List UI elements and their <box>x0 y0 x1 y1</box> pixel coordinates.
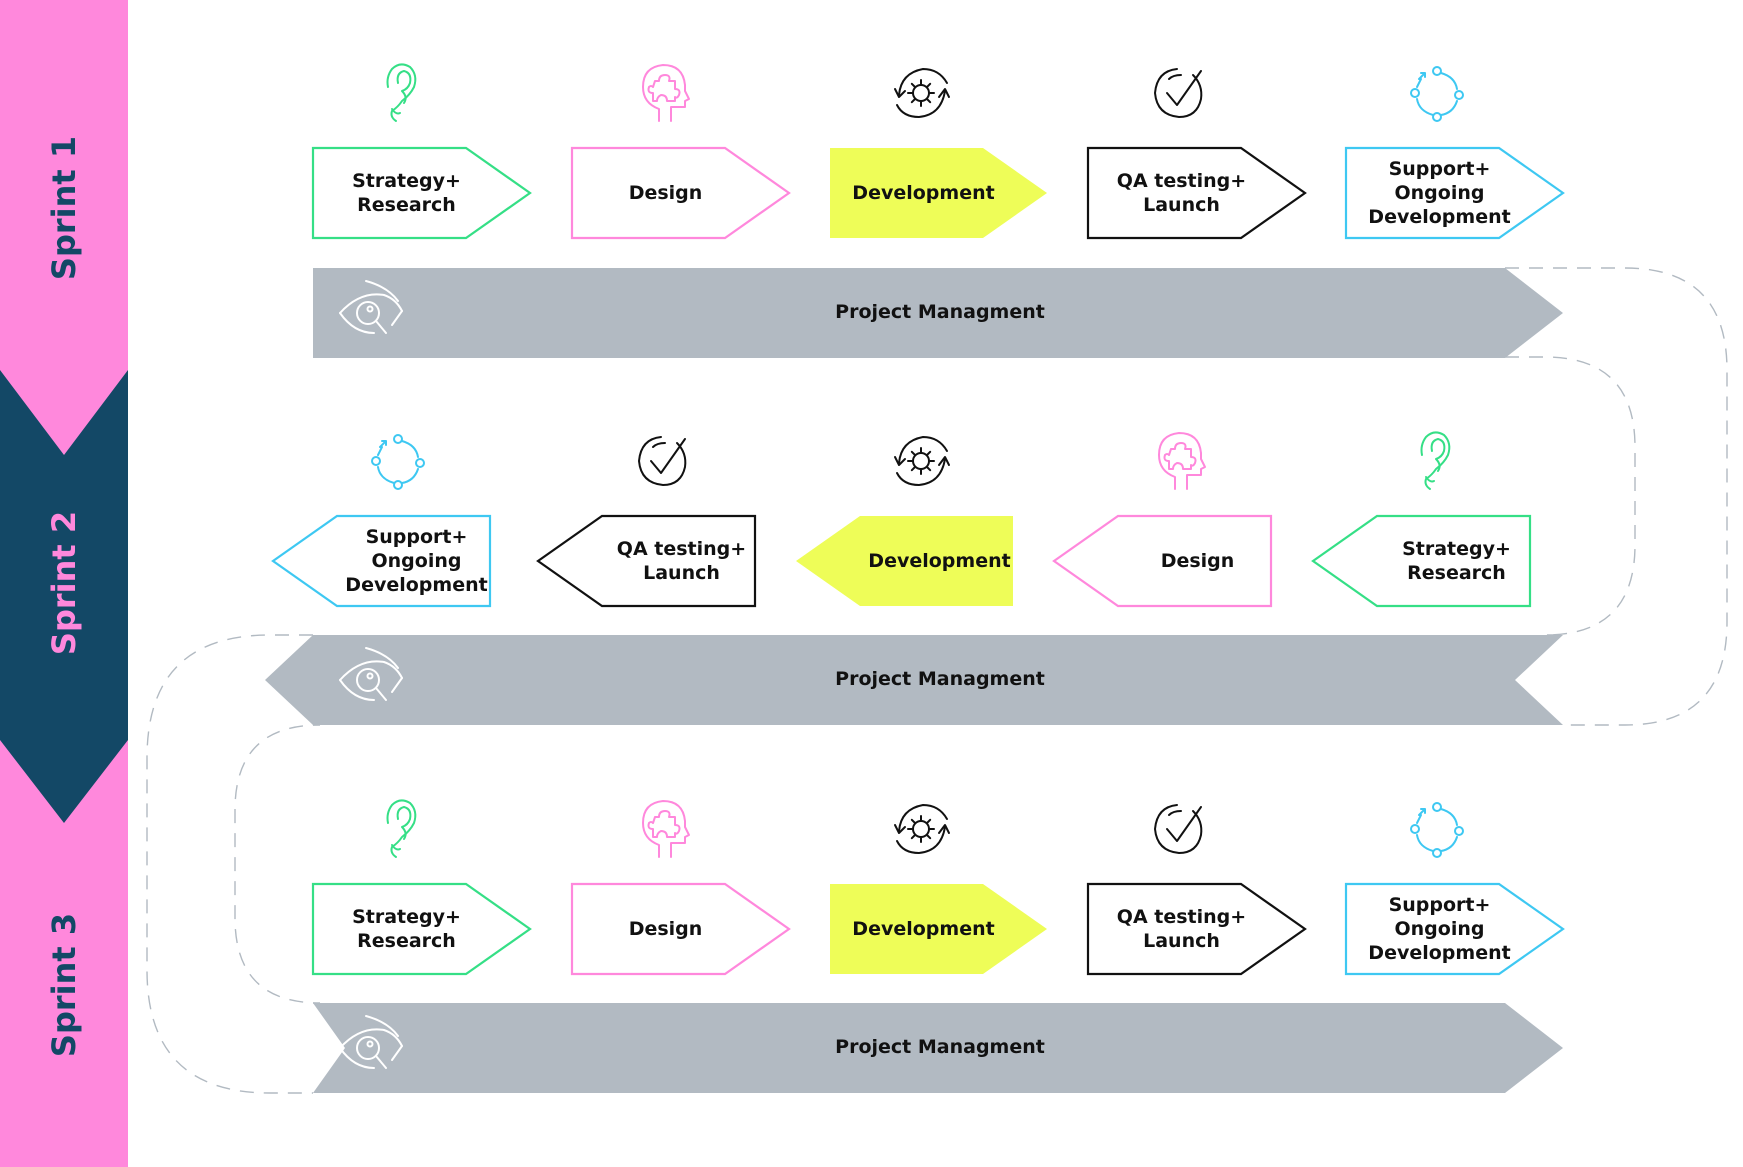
project-management-bar <box>265 635 1563 725</box>
cycle-nodes-icon <box>371 434 425 490</box>
head-puzzle-icon <box>1158 432 1206 490</box>
step-label: Design <box>1160 550 1235 572</box>
step-label: Strategy+ Research <box>1402 538 1511 584</box>
step-label: Support+ Ongoing Development <box>1368 158 1511 228</box>
step-label: Development <box>852 182 995 204</box>
step-shape <box>570 146 791 240</box>
step-shape <box>570 882 791 976</box>
cycle-nodes-icon <box>1410 66 1464 122</box>
step-shape <box>796 516 1013 606</box>
project-management-label: Project Managment <box>835 1036 1045 1058</box>
sprint-label-1: Sprint 1 <box>0 108 128 308</box>
head-puzzle-icon <box>642 64 690 122</box>
step-shape <box>830 148 1047 238</box>
step-shape <box>830 884 1047 974</box>
eye-search-icon <box>339 647 403 701</box>
connector-left-outer <box>146 634 313 1094</box>
project-management-label: Project Managment <box>835 668 1045 690</box>
step-shape <box>271 514 492 608</box>
gear-cycle-icon <box>894 436 950 486</box>
step-shape <box>311 882 532 976</box>
step-label: QA testing+ Launch <box>616 538 747 584</box>
step-shape <box>1086 146 1307 240</box>
step-label: QA testing+ Launch <box>1116 170 1247 216</box>
step-label: Support+ Ongoing Development <box>345 526 488 596</box>
sprint-label-2: Sprint 2 <box>0 483 128 683</box>
connector-right-inner <box>1505 356 1636 636</box>
step-shape <box>1344 146 1565 240</box>
step-shape <box>1052 514 1273 608</box>
step-shape <box>536 514 757 608</box>
step-label: Development <box>852 918 995 940</box>
check-circle-icon <box>1154 804 1203 854</box>
cycle-nodes-icon <box>1410 802 1464 858</box>
project-management-bar <box>313 268 1563 358</box>
step-shape <box>311 146 532 240</box>
step-label: Development <box>868 550 1011 572</box>
step-label: Strategy+ Research <box>352 906 461 952</box>
ear-icon <box>386 799 417 858</box>
connector-left-inner <box>234 724 321 1004</box>
eye-search-icon <box>339 280 403 334</box>
sprint-label-text: Sprint 1 <box>45 135 83 281</box>
step-shape <box>1311 514 1532 608</box>
step-label: Strategy+ Research <box>352 170 461 216</box>
step-shape <box>1344 882 1565 976</box>
head-puzzle-icon <box>642 800 690 858</box>
connector-right-outer <box>1505 267 1728 726</box>
sprint-label-text: Sprint 3 <box>45 912 83 1058</box>
step-label: QA testing+ Launch <box>1116 906 1247 952</box>
sprint-label-3: Sprint 3 <box>0 885 128 1085</box>
step-shape <box>1086 882 1307 976</box>
check-circle-icon <box>638 436 687 486</box>
ear-icon <box>386 63 417 122</box>
step-label: Support+ Ongoing Development <box>1368 894 1511 964</box>
eye-search-icon <box>339 1015 403 1069</box>
gear-cycle-icon <box>894 804 950 854</box>
project-management-label: Project Managment <box>835 301 1045 323</box>
gear-cycle-icon <box>894 68 950 118</box>
sprint-band-2 <box>0 370 128 823</box>
ear-icon <box>1420 431 1451 490</box>
check-circle-icon <box>1154 68 1203 118</box>
step-label: Design <box>628 918 703 940</box>
project-management-bar <box>313 1003 1563 1093</box>
sprint-label-text: Sprint 2 <box>45 510 83 656</box>
step-label: Design <box>628 182 703 204</box>
